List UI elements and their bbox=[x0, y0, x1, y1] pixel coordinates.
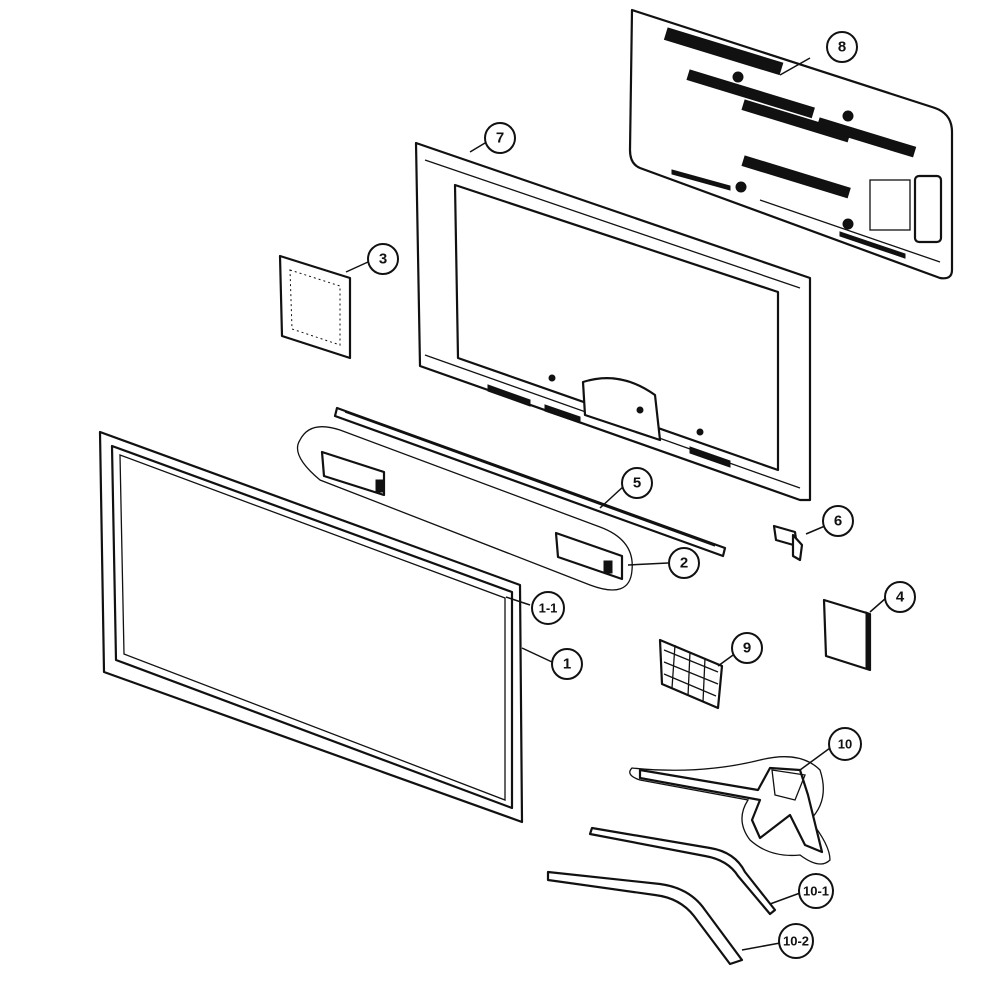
callout-3: 3 bbox=[367, 243, 399, 275]
callout-label: 1 bbox=[563, 656, 571, 673]
callout-label: 10-1 bbox=[803, 884, 829, 899]
strip-part-5 bbox=[333, 406, 727, 558]
panel-part-1 bbox=[98, 430, 524, 824]
callout-10: 10 bbox=[828, 727, 862, 761]
callout-5: 5 bbox=[621, 467, 653, 499]
bracket-assembly-part-2 bbox=[296, 426, 633, 591]
callout-label: 9 bbox=[743, 640, 751, 657]
board-part-4 bbox=[822, 598, 872, 672]
stand-base-part-10 bbox=[629, 756, 831, 865]
callout-label: 3 bbox=[379, 251, 387, 268]
callout-8: 8 bbox=[826, 31, 858, 63]
callout-9: 9 bbox=[731, 632, 763, 664]
callout-label: 5 bbox=[633, 475, 641, 492]
board-part-3 bbox=[278, 254, 352, 360]
callout-4: 4 bbox=[884, 581, 916, 613]
callout-6: 6 bbox=[822, 505, 854, 537]
callout-10-1: 10-1 bbox=[798, 873, 834, 909]
callout-10-2: 10-2 bbox=[778, 923, 814, 959]
middle-frame-part-7 bbox=[414, 141, 812, 502]
callout-1-1: 1-1 bbox=[531, 591, 565, 625]
callout-label: 2 bbox=[680, 555, 688, 572]
callout-2: 2 bbox=[668, 547, 700, 579]
callout-7: 7 bbox=[484, 122, 516, 154]
callout-label: 7 bbox=[496, 130, 504, 147]
callout-label: 4 bbox=[896, 589, 905, 606]
stand-leg-part-10-2 bbox=[546, 870, 744, 966]
bracket-part-9 bbox=[658, 638, 724, 710]
callout-1: 1 bbox=[551, 648, 583, 680]
callout-label: 10-2 bbox=[783, 934, 809, 949]
rear-cover-part-8 bbox=[628, 8, 954, 280]
callout-label: 8 bbox=[838, 39, 846, 56]
callout-label: 6 bbox=[834, 513, 842, 530]
stand-leg-part-10-1 bbox=[588, 826, 777, 916]
connector-part-6 bbox=[772, 524, 804, 562]
callout-label: 10 bbox=[838, 737, 852, 752]
leader-lines bbox=[345, 57, 887, 951]
callout-label: 1-1 bbox=[539, 601, 558, 616]
